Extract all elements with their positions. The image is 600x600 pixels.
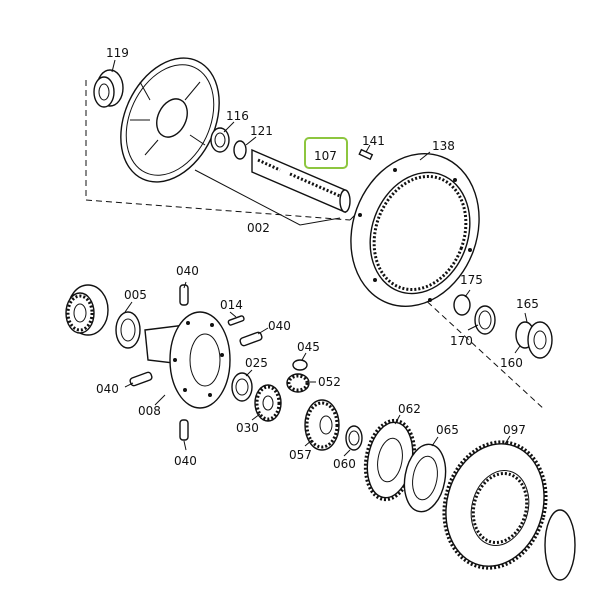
leader-170 <box>467 324 479 331</box>
highlight-box-107 <box>304 137 348 169</box>
leader-116 <box>223 121 235 133</box>
label-065[interactable]: 065 <box>436 423 459 437</box>
leader-002 <box>194 169 341 226</box>
label-175[interactable]: 175 <box>460 273 483 287</box>
leader-060 <box>343 449 351 457</box>
label-121[interactable]: 121 <box>250 124 273 138</box>
part-165-160-bearing[interactable] <box>515 321 553 359</box>
label-165[interactable]: 165 <box>516 297 539 311</box>
leader-065 <box>431 436 439 447</box>
label-057[interactable]: 057 <box>289 448 312 462</box>
leader-040a <box>183 281 187 289</box>
part-116-ring[interactable] <box>210 127 230 153</box>
leader-008 <box>154 394 166 406</box>
label-014[interactable]: 014 <box>220 298 243 312</box>
part-175-ring[interactable] <box>453 294 471 316</box>
leader-141 <box>365 144 371 153</box>
label-097[interactable]: 097 <box>503 423 526 437</box>
part-005-bearing[interactable] <box>65 284 109 336</box>
label-040-right[interactable]: 040 <box>268 319 291 333</box>
part-138-ring-gear[interactable] <box>330 135 500 324</box>
label-060[interactable]: 060 <box>333 457 356 471</box>
part-045-washer[interactable] <box>292 359 308 371</box>
part-107-shaft[interactable] <box>251 148 351 214</box>
leader-119 <box>111 59 116 73</box>
part-edge-ring[interactable] <box>544 509 576 581</box>
part-119-bearing[interactable] <box>93 69 124 108</box>
label-030[interactable]: 030 <box>236 421 259 435</box>
label-040-top[interactable]: 040 <box>176 264 199 278</box>
part-141-pin[interactable] <box>358 148 374 161</box>
label-052[interactable]: 052 <box>318 375 341 389</box>
leader-138 <box>419 151 431 161</box>
part-052-gear[interactable] <box>286 373 310 393</box>
label-045[interactable]: 045 <box>297 340 320 354</box>
part-040-pin-bottom[interactable] <box>179 419 189 441</box>
part-060-ring[interactable] <box>345 425 363 451</box>
part-040-pin-right[interactable] <box>239 331 263 347</box>
label-062[interactable]: 062 <box>398 402 421 416</box>
part-040-pin-left[interactable] <box>129 371 153 387</box>
label-138[interactable]: 138 <box>432 139 455 153</box>
part-014-pin[interactable] <box>227 315 245 326</box>
leader-045 <box>301 352 307 361</box>
label-008[interactable]: 008 <box>138 404 161 418</box>
part-carrier-plate[interactable] <box>102 42 239 198</box>
leader-005 <box>124 301 133 313</box>
label-040-left[interactable]: 040 <box>96 382 119 396</box>
part-030-gear[interactable] <box>254 384 282 422</box>
label-025[interactable]: 025 <box>245 356 268 370</box>
leader-165 <box>524 312 528 323</box>
label-107[interactable]: 107 <box>314 149 337 163</box>
part-057-gear[interactable] <box>304 399 340 451</box>
leader-040d <box>183 440 187 451</box>
leader-040c <box>124 382 134 388</box>
part-121-circlip[interactable] <box>233 140 247 160</box>
part-170-ring[interactable] <box>474 305 496 335</box>
leader-062 <box>394 414 401 425</box>
label-116[interactable]: 116 <box>226 109 249 123</box>
leader-030 <box>251 413 261 421</box>
leader-175 <box>464 289 471 298</box>
leader-025 <box>245 369 253 377</box>
label-002[interactable]: 002 <box>247 221 270 235</box>
part-008-hub[interactable] <box>144 311 231 409</box>
leader-057 <box>304 439 313 447</box>
leader-160 <box>514 345 521 354</box>
assembly-guide-left <box>85 80 351 221</box>
label-005[interactable]: 005 <box>124 288 147 302</box>
part-097-gear[interactable] <box>430 430 560 580</box>
label-170[interactable]: 170 <box>450 334 473 348</box>
label-119[interactable]: 119 <box>106 46 129 60</box>
part-065-disc[interactable] <box>399 441 450 515</box>
label-040-bottom[interactable]: 040 <box>174 454 197 468</box>
part-seal-ring[interactable] <box>115 311 141 349</box>
part-025-washer[interactable] <box>231 372 253 402</box>
label-160[interactable]: 160 <box>500 356 523 370</box>
leader-040b <box>257 327 269 335</box>
part-040-pin-top[interactable] <box>179 284 189 306</box>
leader-121 <box>245 136 257 146</box>
leader-097 <box>504 435 511 445</box>
label-141[interactable]: 141 <box>362 134 385 148</box>
assembly-guide-right <box>419 294 546 411</box>
leader-014 <box>229 311 237 318</box>
